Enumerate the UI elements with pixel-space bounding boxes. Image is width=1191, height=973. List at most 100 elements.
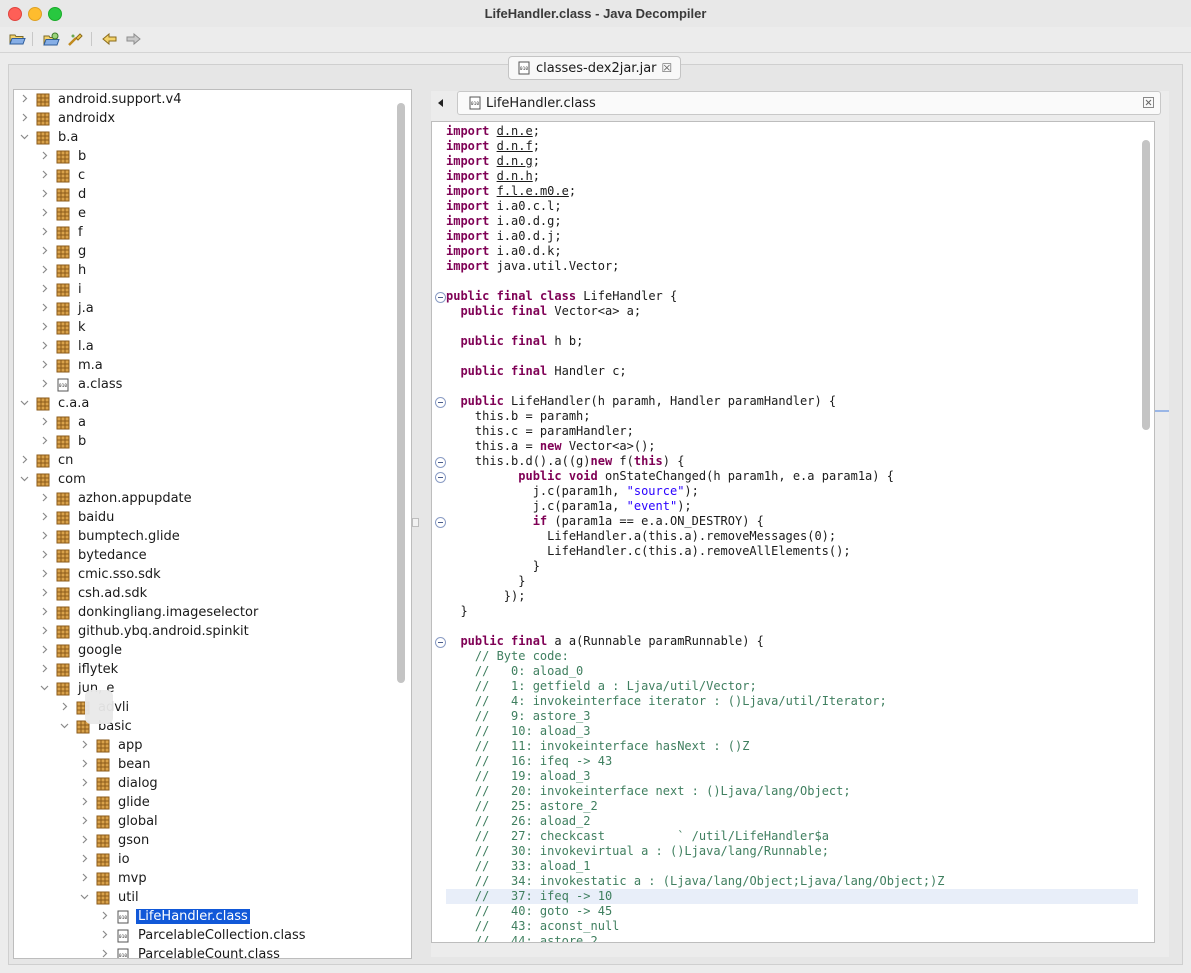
tree-package-item[interactable]: h — [38, 261, 88, 280]
tree-package-item[interactable]: e — [38, 204, 88, 223]
chevron-right-icon[interactable] — [38, 568, 50, 581]
chevron-right-icon[interactable] — [38, 264, 50, 277]
tree-package-item[interactable]: com — [18, 470, 88, 489]
tree-package-item[interactable]: azhon.appupdate — [38, 489, 194, 508]
chevron-right-icon[interactable] — [78, 853, 90, 866]
chevron-right-icon[interactable] — [38, 226, 50, 239]
chevron-right-icon[interactable] — [38, 302, 50, 315]
fold-toggle-icon[interactable] — [435, 517, 446, 528]
chevron-right-icon[interactable] — [38, 416, 50, 429]
chevron-right-icon[interactable] — [78, 796, 90, 809]
tab-lifehandler[interactable]: 010 LifeHandler.class — [457, 91, 1161, 115]
tree-package-item[interactable]: l.a — [38, 337, 96, 356]
tree-package-item[interactable]: google — [38, 641, 124, 660]
chevron-right-icon[interactable] — [18, 93, 30, 106]
tree-package-item[interactable]: g — [38, 242, 88, 261]
chevron-right-icon[interactable] — [38, 378, 50, 391]
tree-package-item[interactable]: a — [38, 413, 88, 432]
tree-package-item[interactable]: android.support.v4 — [18, 90, 183, 109]
chevron-right-icon[interactable] — [78, 758, 90, 771]
tree-package-item[interactable]: cmic.sso.sdk — [38, 565, 163, 584]
chevron-right-icon[interactable] — [38, 435, 50, 448]
chevron-right-icon[interactable] — [98, 910, 110, 923]
chevron-down-icon[interactable] — [18, 397, 30, 410]
chevron-right-icon[interactable] — [38, 169, 50, 182]
tree-package-item[interactable]: github.ybq.android.spinkit — [38, 622, 251, 641]
jar-tab[interactable]: 010 classes-dex2jar.jar ☒ — [508, 56, 682, 80]
tree-scrollbar[interactable] — [397, 103, 405, 683]
chevron-down-icon[interactable] — [18, 473, 30, 486]
tree-package-item[interactable]: dialog — [78, 774, 160, 793]
tree-package-item[interactable]: cn — [18, 451, 75, 470]
chevron-right-icon[interactable] — [38, 359, 50, 372]
tree-package-item[interactable]: baidu — [38, 508, 116, 527]
tree-package-item[interactable]: mvp — [78, 869, 149, 888]
chevron-right-icon[interactable] — [38, 150, 50, 163]
chevron-right-icon[interactable] — [38, 321, 50, 334]
minimize-window-button[interactable] — [28, 7, 42, 21]
close-window-button[interactable] — [8, 7, 22, 21]
tree-package-item[interactable]: io — [78, 850, 132, 869]
tree-package-item[interactable]: c — [38, 166, 87, 185]
chevron-right-icon[interactable] — [98, 929, 110, 942]
fold-toggle-icon[interactable] — [435, 292, 446, 303]
tree-package-item[interactable]: c.a.a — [18, 394, 91, 413]
splitter-handle[interactable] — [412, 518, 419, 527]
chevron-down-icon[interactable] — [18, 131, 30, 144]
chevron-right-icon[interactable] — [38, 606, 50, 619]
tree-package-item[interactable]: j.a — [38, 299, 96, 318]
fold-toggle-icon[interactable] — [435, 457, 446, 468]
tree-package-item[interactable]: m.a — [38, 356, 105, 375]
tree-package-item[interactable]: donkingliang.imageselector — [38, 603, 260, 622]
chevron-right-icon[interactable] — [38, 245, 50, 258]
chevron-right-icon[interactable] — [58, 701, 70, 714]
tree-package-item[interactable]: b.a — [18, 128, 80, 147]
tab-list-button[interactable] — [431, 93, 451, 113]
fold-toggle-icon[interactable] — [435, 397, 446, 408]
chevron-right-icon[interactable] — [38, 511, 50, 524]
forward-arrow-icon[interactable] — [124, 31, 142, 47]
zoom-window-button[interactable] — [48, 7, 62, 21]
tree-package-item[interactable]: csh.ad.sdk — [38, 584, 149, 603]
chevron-right-icon[interactable] — [38, 644, 50, 657]
chevron-right-icon[interactable] — [78, 872, 90, 885]
chevron-right-icon[interactable] — [78, 834, 90, 847]
chevron-right-icon[interactable] — [78, 815, 90, 828]
tree-package-item[interactable]: global — [78, 812, 160, 831]
editor-scrollbar[interactable] — [1142, 140, 1150, 430]
tree-package-item[interactable]: app — [78, 736, 144, 755]
tree-package-item[interactable]: b — [38, 432, 88, 451]
chevron-right-icon[interactable] — [38, 340, 50, 353]
open-type-icon[interactable] — [42, 31, 60, 47]
chevron-right-icon[interactable] — [18, 454, 30, 467]
tree-package-item[interactable]: gson — [78, 831, 151, 850]
fold-toggle-icon[interactable] — [435, 637, 446, 648]
open-file-icon[interactable] — [8, 31, 26, 47]
chevron-right-icon[interactable] — [38, 492, 50, 505]
tree-package-item[interactable]: f — [38, 223, 85, 242]
chevron-right-icon[interactable] — [18, 112, 30, 125]
tree-package-item[interactable]: util — [78, 888, 141, 907]
chevron-right-icon[interactable] — [98, 948, 110, 958]
chevron-right-icon[interactable] — [78, 777, 90, 790]
chevron-right-icon[interactable] — [38, 625, 50, 638]
tree-package-item[interactable]: bumptech.glide — [38, 527, 182, 546]
chevron-right-icon[interactable] — [38, 549, 50, 562]
chevron-right-icon[interactable] — [38, 207, 50, 220]
tree-package-item[interactable]: androidx — [18, 109, 117, 128]
chevron-down-icon[interactable] — [78, 891, 90, 904]
tree-package-item[interactable]: glide — [78, 793, 152, 812]
chevron-down-icon[interactable] — [38, 682, 50, 695]
back-arrow-icon[interactable] — [100, 31, 118, 47]
chevron-right-icon[interactable] — [38, 188, 50, 201]
tree-package-item[interactable]: d — [38, 185, 88, 204]
search-icon[interactable] — [66, 31, 84, 47]
tree-package-item[interactable]: bean — [78, 755, 152, 774]
close-icon[interactable]: ☒ — [661, 61, 673, 75]
chevron-right-icon[interactable] — [38, 283, 50, 296]
tree-package-item[interactable]: bytedance — [38, 546, 149, 565]
fold-toggle-icon[interactable] — [435, 472, 446, 483]
tree-package-item[interactable]: b — [38, 147, 88, 166]
